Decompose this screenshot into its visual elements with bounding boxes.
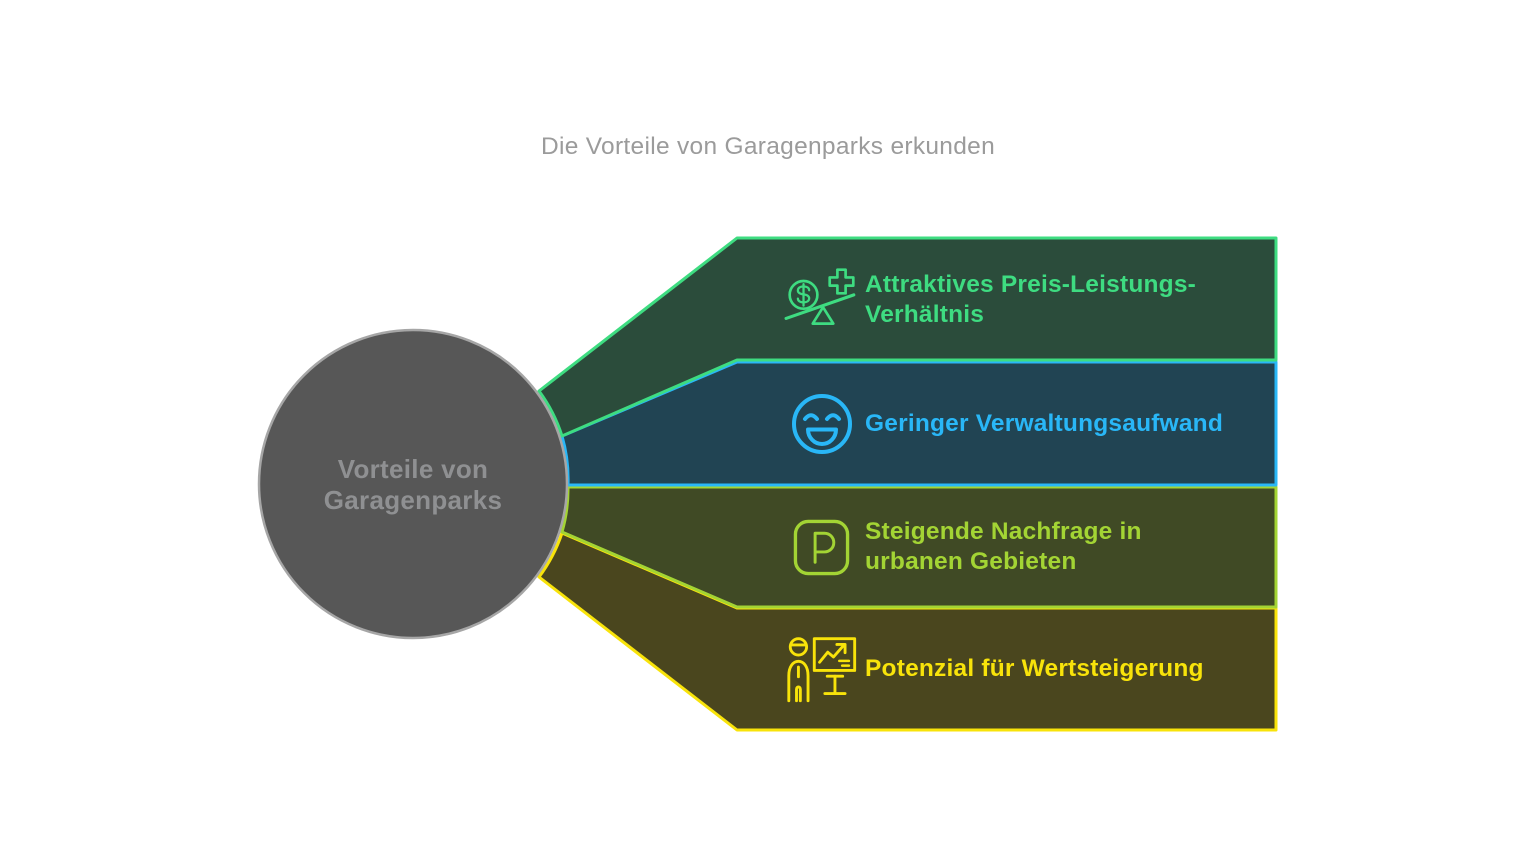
parking-icon [779, 518, 864, 577]
price-performance-balance-icon [779, 267, 864, 332]
benefit-label: Steigende Nachfrage in urbanen Gebieten [865, 518, 1142, 575]
benefit-label: Geringer Verwaltungsaufwand [865, 409, 1224, 437]
smiley-face-icon [779, 392, 864, 456]
benefit-row-rising-demand: Steigende Nachfrage in urbanen Gebieten [779, 487, 1259, 607]
benefit-label: Potenzial für Wertsteigerung [865, 655, 1204, 682]
benefit-band-shape-1 [537, 236, 1278, 438]
presentation-growth-chart-icon [779, 634, 864, 704]
benefit-row-price-performance: Attraktives Preis-Leistungs- Verhältnis [779, 239, 1259, 360]
benefit-row-low-administration: Geringer Verwaltungsaufwand [779, 362, 1259, 485]
center-circle-label: Vorteile von Garagenparks [323, 454, 503, 515]
benefit-row-value-growth: Potenzial für Wertsteigerung [779, 608, 1259, 730]
center-circle-shape [257, 328, 569, 640]
page-title: Die Vorteile von Garagenparks erkunden [540, 133, 996, 160]
benefit-label: Attraktives Preis-Leistungs- Verhältnis [865, 270, 1197, 328]
